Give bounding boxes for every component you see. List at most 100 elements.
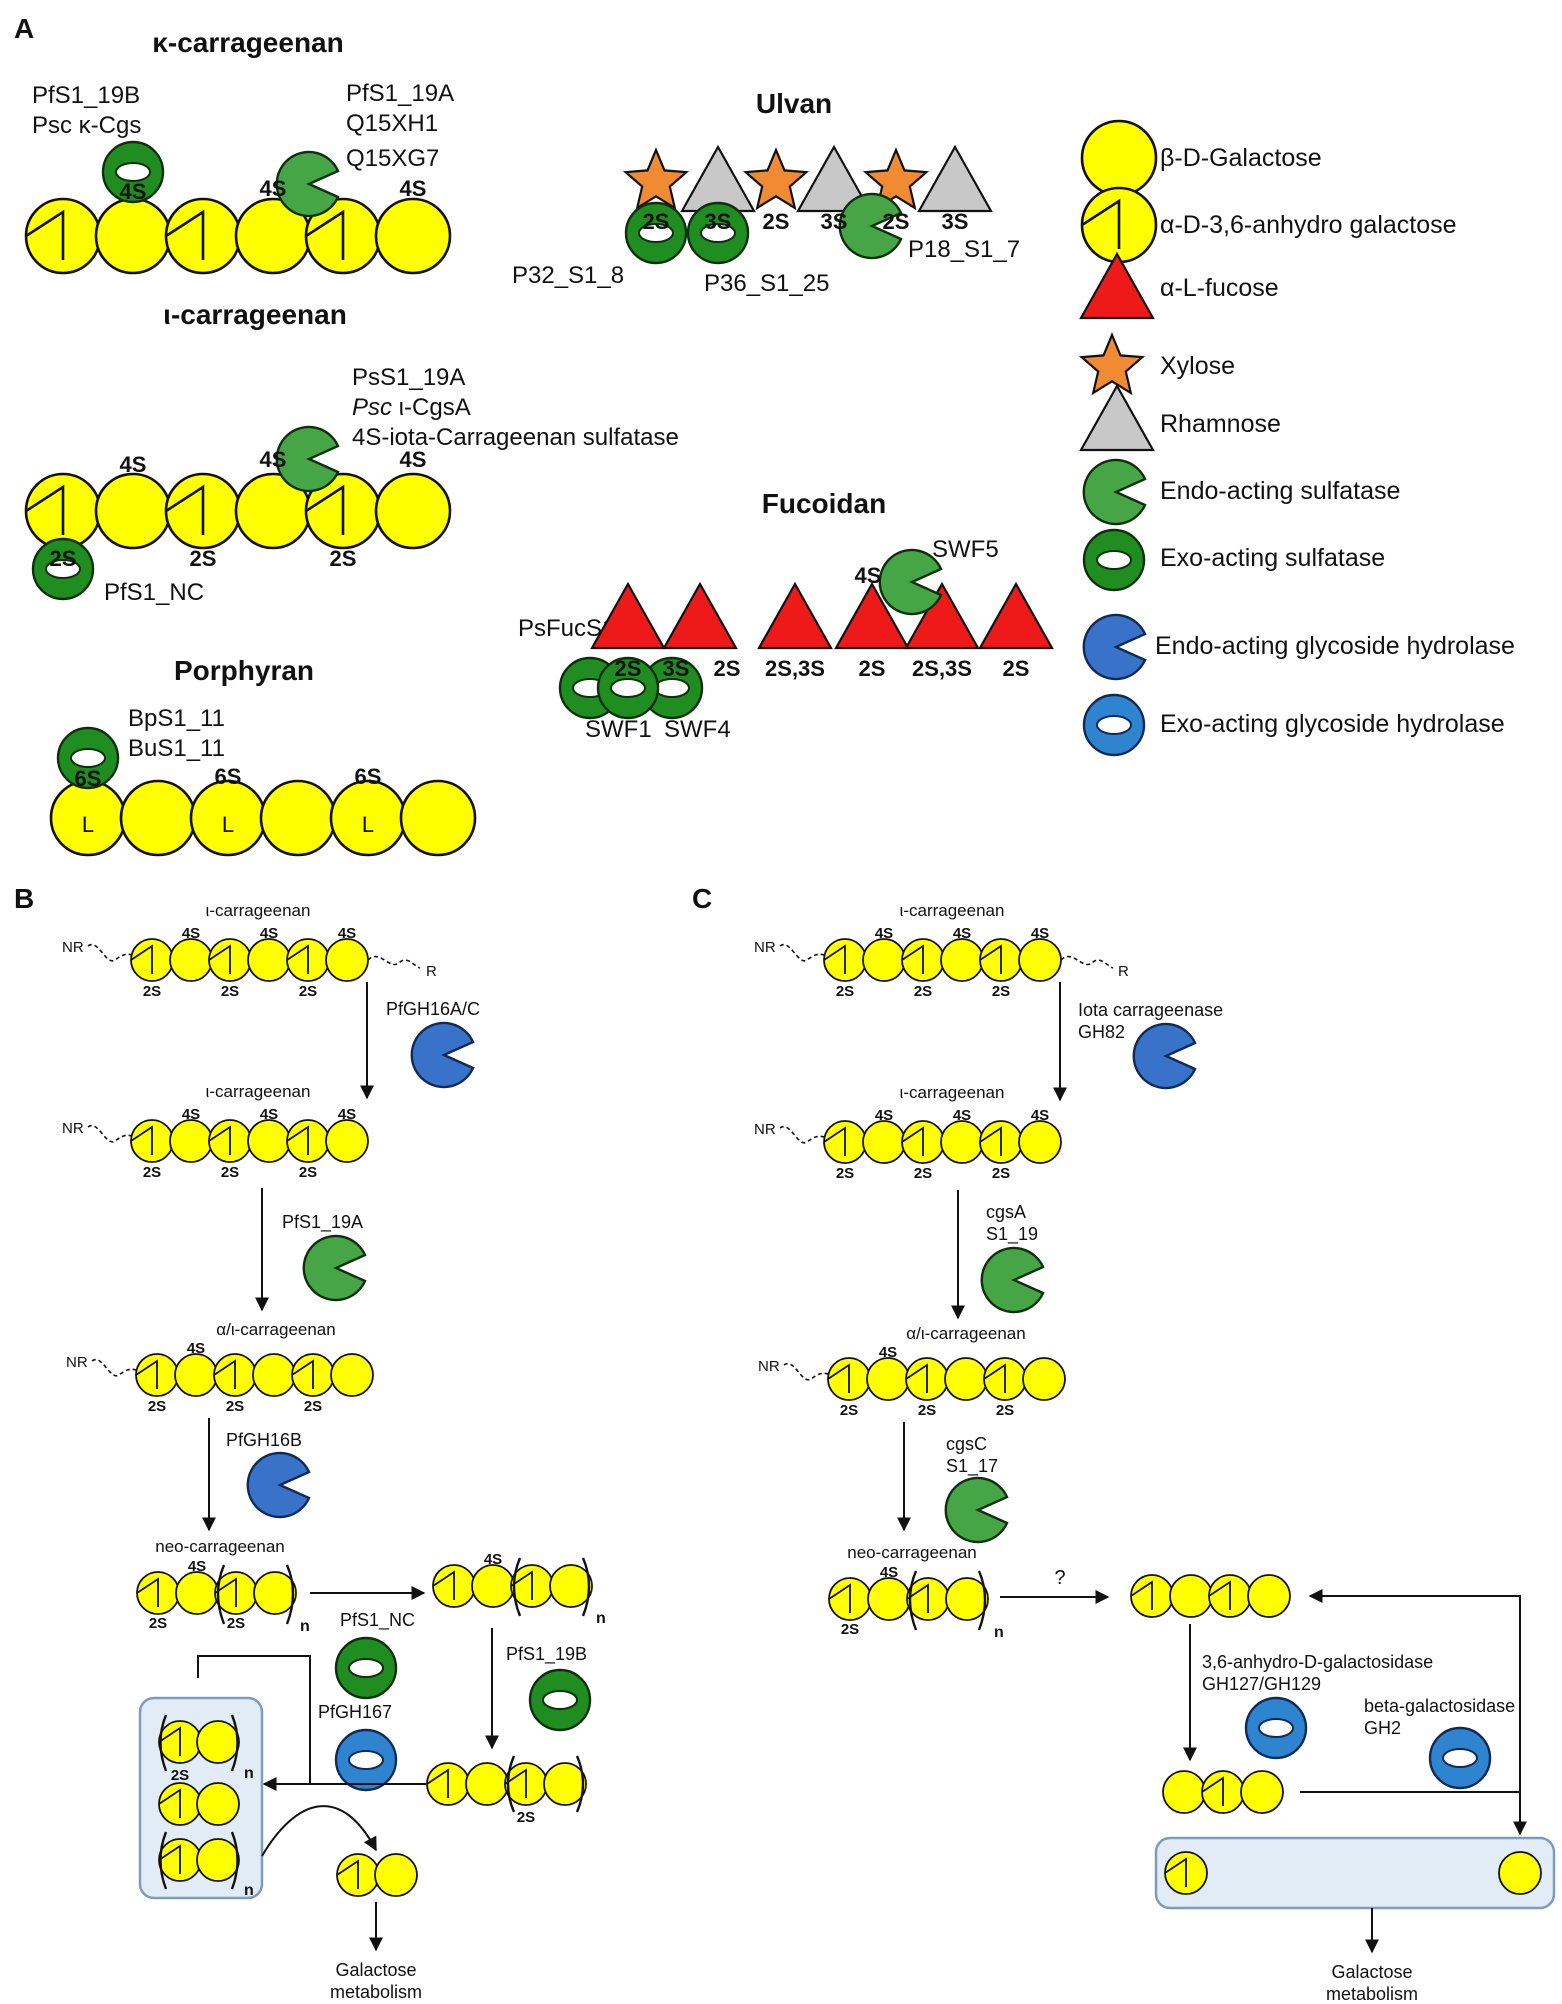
galactose-metabolism-label: metabolism — [330, 1982, 422, 2002]
exo-sulfatase-icon — [334, 1636, 398, 1700]
l-label: L — [222, 812, 234, 837]
sulfate-label: 2S — [50, 546, 77, 571]
galactose — [119, 779, 197, 857]
sulfate-label: 4S — [400, 176, 427, 201]
enzyme-label: PfGH16A/C — [386, 999, 480, 1019]
sulfate-label: 2S — [1003, 656, 1030, 681]
enzyme-label: SWF5 — [932, 536, 999, 563]
galactose — [94, 197, 172, 275]
enzyme-label: SWF1 — [585, 716, 652, 743]
anhydro-galactose — [24, 197, 102, 275]
enzyme-label: Iota carrageenase — [1078, 1000, 1223, 1020]
anhydro-galactose — [286, 1119, 330, 1163]
sulfate-label: 2S — [763, 209, 790, 234]
galactose — [549, 1564, 593, 1608]
nr-label: NR — [754, 939, 776, 956]
anhydro-galactose — [164, 472, 242, 550]
enzyme-label: S1_19 — [986, 1224, 1038, 1245]
anhydro-galactose — [130, 1119, 174, 1163]
enzyme-label: Psc κ-Cgs — [32, 112, 141, 139]
enzyme-label: SWF4 — [664, 716, 731, 743]
galactose — [1240, 1770, 1284, 1814]
legend-xylose-icon — [1080, 333, 1144, 394]
endo-sulfatase-icon — [878, 548, 943, 616]
repeat-n: n — [596, 1610, 606, 1627]
enzyme-label: PfS1_NC — [340, 1610, 415, 1631]
exo-gh-icon — [1244, 1696, 1308, 1760]
anhydro-galactose — [901, 1120, 945, 1164]
galactose — [944, 1357, 988, 1401]
legend-endo-gh-icon — [1082, 613, 1147, 681]
ulvan-title: Ulvan — [756, 88, 832, 119]
neo-chain-b-desulfated — [432, 1564, 593, 1608]
sulfate-label: 2S — [841, 1621, 859, 1638]
galactose-metabolism-label: Galactose — [1331, 1962, 1412, 1982]
porphyran-title: Porphyran — [174, 655, 314, 686]
galactose — [196, 1782, 240, 1826]
alpha-iota-chain-c — [827, 1357, 1066, 1401]
legend-label: β-D-Galactose — [1160, 144, 1322, 172]
chain-label: ι-carrageenan — [206, 1082, 311, 1101]
sulfate-label: 2S,3S — [912, 656, 972, 681]
legend-label: Endo-acting sulfatase — [1160, 477, 1400, 505]
neo-chain-b — [136, 1571, 297, 1615]
galactose — [862, 938, 906, 982]
endo-gh-icon — [410, 1021, 475, 1089]
repeat-n: n — [244, 1882, 254, 1899]
galactose — [471, 1564, 515, 1608]
r-label: R — [1118, 963, 1129, 980]
enzyme-label: GH127/GH129 — [1202, 1674, 1321, 1694]
sulfate-label: 2S — [836, 983, 854, 1000]
endo-sulfatase-icon — [944, 1476, 1009, 1544]
sulfate-label: 2S — [883, 209, 910, 234]
sulfate-label: 2S — [859, 656, 886, 681]
enzyme-label: beta-galactosidase — [1364, 1696, 1515, 1716]
galactose — [940, 1120, 984, 1164]
ulvan-chain — [624, 145, 993, 213]
sulfate-label: 3S — [663, 656, 690, 681]
galactose — [325, 938, 369, 982]
anhydro-galactose — [979, 1120, 1023, 1164]
enzyme-label: P18_S1_7 — [908, 236, 1020, 263]
enzyme-label: PfS1_NC — [104, 579, 204, 606]
iota-chain-c1 — [823, 938, 1062, 982]
sulfate-label: 6S — [75, 766, 102, 791]
legend-endo-sulfatase-icon — [1082, 458, 1147, 526]
galactose — [325, 1119, 369, 1163]
enzyme-label: Q15XG7 — [346, 145, 439, 172]
galactose — [374, 472, 452, 550]
chain-label: ι-carrageenan — [900, 901, 1005, 920]
enzyme-label: GH82 — [1078, 1022, 1125, 1042]
sulfate-label: 3S — [942, 209, 969, 234]
sulfate-label: 4S — [260, 1106, 278, 1123]
chain-label: ι-carrageenan — [206, 901, 311, 920]
galactose — [1162, 1770, 1206, 1814]
anhydro-galactose — [136, 1571, 180, 1615]
galactose — [94, 472, 172, 550]
anhydro-galactose — [1130, 1574, 1174, 1618]
legend-label: Rhamnose — [1160, 410, 1281, 438]
sulfate-label: 4S — [1031, 925, 1049, 942]
anhydro-galactose — [426, 1762, 470, 1806]
anhydro-galactose — [336, 1853, 380, 1897]
sulfate-label: 2S — [517, 1809, 535, 1826]
anhydro-galactose — [510, 1564, 554, 1608]
sulfate-label: 4S — [188, 1558, 206, 1575]
enzyme-label: GH2 — [1364, 1718, 1401, 1738]
sulfate-label: 2S — [190, 546, 217, 571]
legend: β-D-Galactose α-D-3,6-anhydro galactose … — [1079, 119, 1515, 757]
sulfate-label: 2S — [914, 983, 932, 1000]
anhydro-galactose — [823, 938, 867, 982]
galactose — [465, 1762, 509, 1806]
anhydro-galactose — [158, 1720, 202, 1764]
endo-sulfatase-icon — [980, 1246, 1045, 1314]
sulfate-label: 2S — [992, 1165, 1010, 1182]
repeat-n: n — [244, 1765, 254, 1782]
sulfate-label: 4S — [484, 1551, 502, 1568]
legend-label: Endo-acting glycoside hydrolase — [1155, 632, 1515, 660]
galactose — [866, 1357, 910, 1401]
legend-label: α-D-3,6-anhydro galactose — [1160, 211, 1457, 239]
anhydro-galactose — [823, 1120, 867, 1164]
iota-chain — [24, 472, 452, 550]
galactose — [374, 1853, 418, 1897]
